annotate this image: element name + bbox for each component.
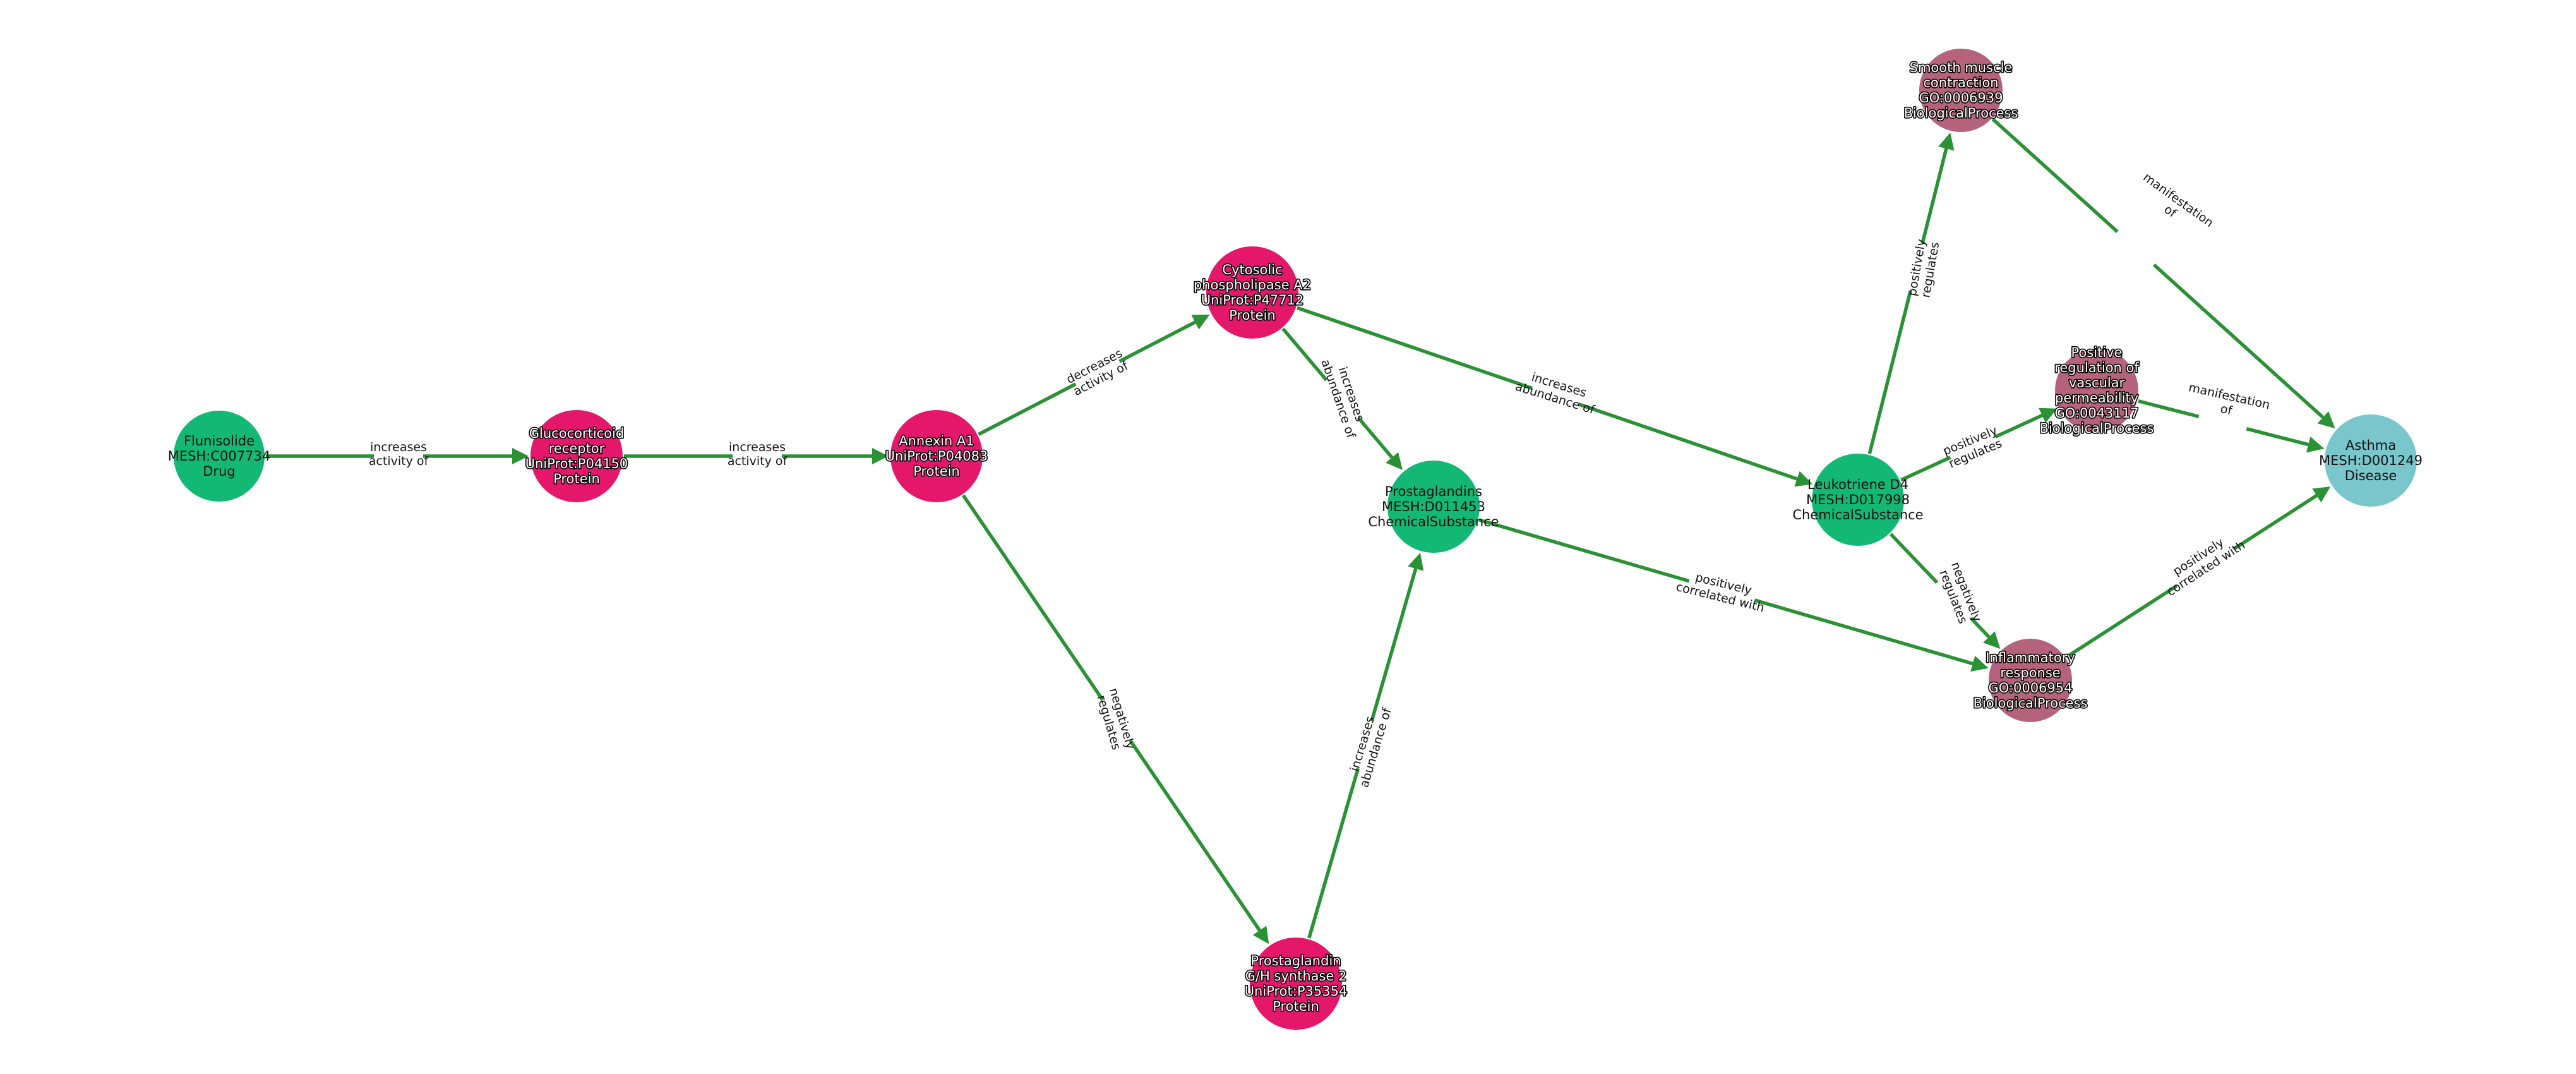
edge-line (2246, 427, 2309, 447)
edge-line (2138, 399, 2200, 419)
svg-text:increasesabundance of: increasesabundance of (1344, 702, 1394, 789)
edge-label: negativelyregulates (1936, 560, 1984, 629)
edge-label: positivelyregulates (1905, 238, 1943, 299)
svg-text:manifestationof: manifestationof (2133, 171, 2216, 241)
edge-label: negativelyregulates (1093, 687, 1137, 755)
edge-arrowhead (512, 448, 529, 464)
node-circle[interactable] (530, 410, 623, 502)
edge-line (1900, 456, 1951, 482)
edge-arrowhead (2039, 407, 2058, 423)
edge-label: increasesabundance of (1318, 353, 1371, 440)
edge-line (1307, 768, 1360, 939)
edge-line (2232, 494, 2318, 551)
svg-text:increasesabundance of: increasesabundance of (1514, 366, 1601, 418)
edge-line (1297, 306, 1533, 390)
svg-text:positivelyregulates: positivelyregulates (1905, 238, 1943, 299)
edge-line (1970, 617, 1991, 639)
edge-arrowhead (872, 448, 889, 464)
edge-arrowhead (1386, 452, 1403, 470)
edge-label: increasesabundance of (1514, 366, 1601, 418)
edge-arrowhead (1252, 926, 1269, 944)
edge-line (1281, 327, 1328, 382)
edge-arrowhead (1408, 553, 1424, 571)
edge-arrowhead (1983, 631, 2001, 649)
edge-line (1370, 568, 1418, 721)
edge-line (1867, 290, 1912, 454)
node-circle[interactable] (1919, 49, 2003, 132)
edge-line (1118, 320, 1196, 363)
edge-arrowhead (2312, 486, 2331, 503)
node-circle[interactable] (1206, 246, 1298, 339)
edge-label: decreasesactivity of (1064, 346, 1131, 399)
edge-arrowhead (1191, 314, 1210, 330)
edge-line (1920, 148, 1948, 244)
node-circle[interactable] (2325, 414, 2417, 507)
edge-line (1478, 518, 1690, 583)
edge-arrowhead (2306, 437, 2325, 453)
svg-text:negativelyregulates: negativelyregulates (1936, 560, 1984, 629)
edge-label: positivelyregulates (1941, 423, 2004, 471)
svg-text:positivelycorrelated with: positivelycorrelated with (2157, 526, 2248, 599)
edge-label: manifestationof (2133, 171, 2216, 241)
edge-label: increasesabundance of (1344, 702, 1394, 789)
edge-arrowhead (1794, 471, 1813, 487)
edge-line (1578, 402, 1798, 481)
edge-line (1129, 739, 1261, 932)
svg-text:positivelycorrelated with: positivelycorrelated with (1675, 567, 1769, 615)
edge-line (2152, 263, 2325, 419)
node-circle[interactable] (1250, 938, 1342, 1030)
svg-text:decreasesactivity of: decreasesactivity of (1064, 346, 1131, 399)
edge-arrowhead (2317, 411, 2335, 429)
edge-label: positivelycorrelated with (1675, 567, 1769, 615)
svg-text:negativelyregulates: negativelyregulates (1093, 687, 1137, 755)
node-circle[interactable] (2055, 349, 2138, 432)
svg-text:manifestationof: manifestationof (2184, 380, 2272, 425)
edge-line (1754, 598, 1974, 666)
edges-layer (266, 118, 2335, 944)
edge-line (1889, 533, 1939, 584)
svg-text:positivelyregulates: positivelyregulates (1941, 423, 2004, 471)
node-circle[interactable] (174, 411, 265, 502)
node-circle[interactable] (890, 410, 983, 502)
edge-line (978, 382, 1077, 436)
edge-label: positivelycorrelated with (2157, 526, 2248, 600)
edge-arrowhead (1938, 132, 1955, 151)
edge-line (1991, 118, 2119, 233)
edge-line (2065, 584, 2178, 659)
edge-line (961, 494, 1105, 701)
edge-line (1357, 416, 1394, 459)
node-circle[interactable] (1989, 639, 2072, 722)
svg-text:increasesabundance of: increasesabundance of (1318, 353, 1371, 440)
edge-arrowhead (1970, 655, 1989, 672)
edge-line (1994, 414, 2043, 439)
node-circle[interactable] (1812, 454, 1904, 546)
edge-label: manifestationof (2184, 380, 2272, 425)
node-circle[interactable] (1387, 461, 1480, 553)
